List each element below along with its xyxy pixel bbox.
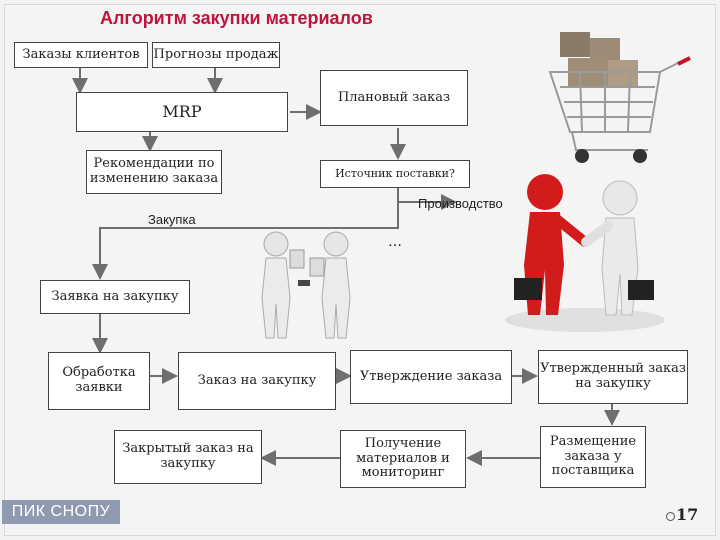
exchange-figures-icon (261, 231, 351, 339)
node-approved-order: Утвержденный заказ на закупку (538, 350, 688, 404)
node-planned-order: Плановый заказ (320, 70, 468, 126)
label-purchase: Закупка (148, 212, 196, 227)
footer-logo: ПИК СНОПУ (2, 500, 120, 524)
label-production: Производство (418, 196, 503, 211)
node-closed-order: Закрытый заказ на закупку (114, 430, 262, 484)
handshake-figures-icon (505, 174, 665, 332)
node-order-approval: Утверждение заказа (350, 350, 512, 404)
node-customer-orders: Заказы клиентов (14, 42, 148, 68)
node-sales-forecasts: Прогнозы продаж (152, 42, 280, 68)
node-mrp: MRP (76, 92, 288, 132)
page-number-bullet-icon (666, 512, 675, 521)
shopping-cart-icon (548, 32, 691, 163)
label-ellipsis: … (388, 234, 402, 250)
node-supply-source: Источник поставки? (320, 160, 470, 188)
page-number: 17 (676, 505, 699, 524)
diagram-title: Алгоритм закупки материалов (100, 8, 373, 28)
node-purchase-request: Заявка на закупку (40, 280, 190, 314)
node-request-processing: Обработка заявки (48, 352, 150, 410)
node-receipt-monitoring: Получение материалов и мониторинг (340, 430, 466, 488)
node-purchase-order: Заказ на закупку (178, 352, 336, 410)
node-change-recommendations: Рекомендации по изменению заказа (86, 150, 222, 194)
node-order-placement: Размещение заказа у поставщика (540, 426, 646, 488)
